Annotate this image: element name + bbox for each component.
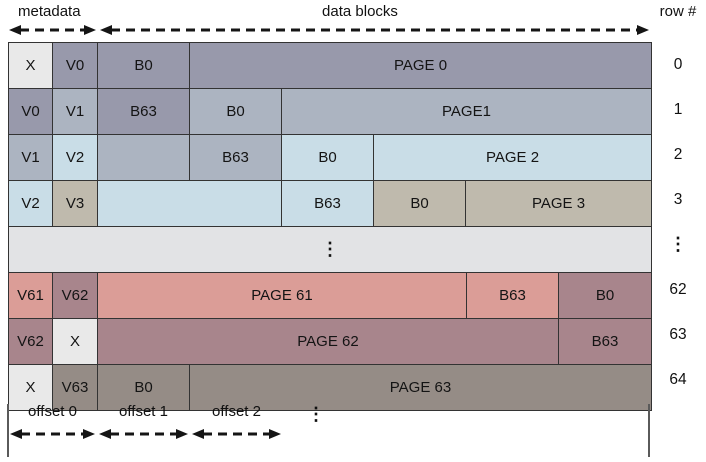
metadata-span-arrow (9, 25, 96, 35)
metadata-cell: V1 (53, 89, 98, 134)
page-continuation-cell (98, 135, 190, 180)
row-number: 3 (673, 190, 683, 208)
footer-arrows (10, 429, 281, 439)
page-cell: PAGE 2 (374, 135, 651, 180)
block-cell: B0 (98, 365, 190, 410)
metadata-cell: V62 (53, 273, 98, 318)
block-cell: B0 (374, 181, 466, 226)
block-cell: B0 (190, 89, 282, 134)
row-number-label: row # (659, 3, 697, 20)
metadata-cell: V62 (9, 319, 53, 364)
offset-ellipsis: ⋮ (307, 404, 325, 424)
block-cell: B0 (282, 135, 374, 180)
block-cell: B0 (98, 43, 190, 88)
metadata-cell: V63 (53, 365, 98, 410)
block-cell: B63 (467, 273, 559, 318)
ellipsis-cell: ⋮ (9, 227, 651, 272)
offset-0-span-arrow (10, 429, 95, 439)
block-cell: B63 (98, 89, 190, 134)
row-number: 63 (669, 325, 687, 343)
block-cell: B63 (282, 181, 374, 226)
page-cell: PAGE1 (282, 89, 651, 134)
row-number: 62 (669, 280, 687, 298)
metadata-label: metadata (18, 3, 81, 20)
metadata-cell: V0 (53, 43, 98, 88)
table-edge-line-right (648, 403, 650, 457)
offset-1-span-arrow (99, 429, 188, 439)
metadata-cell: V3 (53, 181, 98, 226)
page-cell: PAGE 0 (190, 43, 651, 88)
metadata-cell: X (9, 365, 53, 410)
metadata-cell: V2 (53, 135, 98, 180)
header-arrows (9, 25, 649, 35)
block-cell: B63 (190, 135, 282, 180)
page-cell: PAGE 61 (98, 273, 467, 318)
offset-2-span-arrow (192, 429, 281, 439)
data-blocks-span-arrow (100, 25, 649, 35)
page-continuation-cell (98, 181, 282, 226)
row-number: ⋮ (669, 234, 687, 254)
metadata-cell: X (9, 43, 53, 88)
page-cell: PAGE 63 (190, 365, 651, 410)
metadata-cell: V61 (9, 273, 53, 318)
ellipsis-row: ⋮ (9, 227, 651, 273)
table-edge-line-left (7, 403, 9, 457)
row-number: 1 (673, 100, 683, 118)
offset-0-label: offset 0 (28, 403, 77, 420)
data-blocks-label: data blocks (322, 3, 398, 20)
metadata-cell: V1 (9, 135, 53, 180)
page-cell: PAGE 62 (98, 319, 559, 364)
metadata-cell: V0 (9, 89, 53, 134)
offset-1-label: offset 1 (119, 403, 168, 420)
row-number: 64 (669, 370, 687, 388)
block-cell: B0 (559, 273, 651, 318)
metadata-cell: V2 (9, 181, 53, 226)
block-cell: B63 (559, 319, 651, 364)
row-number: 2 (673, 145, 683, 163)
page-cell: PAGE 3 (466, 181, 651, 226)
row-number: 0 (673, 55, 683, 73)
offset-2-label: offset 2 (212, 403, 261, 420)
metadata-cell: X (53, 319, 98, 364)
